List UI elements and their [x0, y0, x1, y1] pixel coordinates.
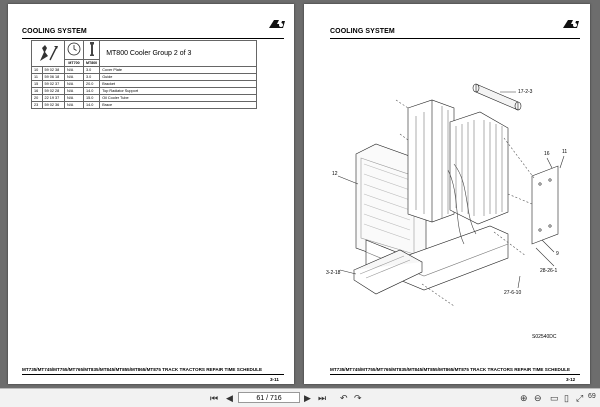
mt800-time: 14.0 — [82, 101, 101, 109]
mt700-time: N/A — [64, 101, 84, 109]
page-footer-text: MT735/MT745/MT755/MT765/MT835/MT845/MT85… — [330, 367, 571, 372]
callout-label: 28-26-1 — [540, 268, 557, 274]
clock-icon — [67, 42, 81, 56]
mt700-time: N/A — [64, 94, 84, 102]
table-row: 15 59 02 37 N/A 20.0 Bracket — [31, 80, 258, 88]
footer-rule — [330, 374, 580, 375]
callout-label: 11 — [562, 149, 567, 155]
callout-label: 17-2-3 — [518, 89, 533, 95]
labor-code: 59 02 38 — [41, 66, 65, 74]
redo-icon[interactable]: ↷ — [354, 393, 362, 403]
wrench-icon — [40, 44, 58, 61]
zoom-level[interactable]: 69 — [588, 393, 596, 400]
header-rule — [330, 38, 580, 39]
table-row: 23 59 02 36 N/A 14.0 Brace — [31, 101, 258, 109]
undo-icon[interactable]: ↶ — [340, 393, 348, 403]
page-header-title: COOLING SYSTEM — [330, 28, 395, 35]
mt800-time: 14.0 — [82, 87, 101, 95]
page-number-input[interactable]: 61 / 716 — [238, 392, 300, 403]
callout-label: 3-2-18 — [326, 270, 341, 276]
fit-page-icon[interactable]: ⤢ — [576, 393, 584, 403]
spanner-cell — [82, 40, 101, 60]
drawing-id: S02540DC — [532, 334, 557, 340]
part-description: Bracket — [99, 80, 258, 88]
header-rule — [22, 38, 284, 39]
group-title: MT800 Cooler Group 2 of 3 — [99, 40, 258, 67]
first-page-icon[interactable]: ⏮ — [210, 393, 219, 403]
mt700-time: N/A — [64, 73, 84, 81]
mt800-time: 20.0 — [82, 80, 101, 88]
mt700-time: N/A — [64, 80, 84, 88]
mt800-time: 3.0 — [82, 73, 101, 81]
mt700-time: N/A — [64, 87, 84, 95]
callout-label: 27-6-10 — [504, 290, 521, 296]
part-description: Guide — [99, 73, 258, 81]
parts-time-table: MT800 Cooler Group 2 of 3 MT700 MT800 10… — [31, 40, 258, 109]
mt700-time: N/A — [64, 66, 84, 74]
cooler-drawing-lines — [337, 83, 565, 307]
item-number: 11 — [31, 73, 43, 81]
next-page-icon[interactable]: ▶ — [304, 393, 311, 403]
previous-page-icon[interactable]: ◀ — [226, 393, 233, 403]
page-number: 3-11 — [270, 377, 279, 382]
clock-cell — [64, 40, 84, 60]
table-row: 11 59 06 18 N/A 3.0 Guide — [31, 73, 258, 81]
page-footer-text: MT735/MT745/MT755/MT765/MT835/MT845/MT85… — [22, 367, 263, 372]
labor-code: 59 06 18 — [41, 73, 65, 81]
table-row: 20 22 19 37 N/A 15.0 Oil Cooler Tube — [31, 94, 258, 102]
two-page-view-icon[interactable]: ▯ — [564, 393, 569, 403]
document-page-right: COOLING SYSTEM — [304, 4, 590, 384]
viewer-toolbar: ⏮ ◀ 61 / 716 ▶ ⏭ ↶ ↷ ⊕ ⊖ ▭ ▯ ⤢ 69 — [0, 388, 600, 407]
item-number: 16 — [31, 87, 43, 95]
table-row: 10 59 02 38 N/A 3.0 Cover Plate — [31, 66, 258, 74]
wrench-tool-cell — [31, 40, 65, 67]
page-number: 3-12 — [566, 377, 576, 382]
col-header-mt800: MT800 — [82, 59, 101, 67]
item-number: 20 — [31, 94, 43, 102]
part-description: Cover Plate — [99, 66, 258, 74]
diagram-callouts: 17-2-3 16 11 12 9 28-26-1 3-2-18 27-6-10… — [326, 89, 567, 340]
zoom-out-icon[interactable]: ⊖ — [534, 393, 542, 403]
brand-logo-icon — [563, 20, 579, 28]
spanner-icon — [89, 42, 94, 56]
cooler-exploded-diagram: 17-2-3 16 11 12 9 28-26-1 3-2-18 27-6-10… — [326, 83, 567, 340]
brand-logo-icon — [269, 20, 285, 28]
part-description: Top Radiator Support — [99, 87, 258, 95]
item-number: 10 — [31, 66, 43, 74]
callout-label: 12 — [332, 171, 338, 177]
table-row: 16 59 02 28 N/A 14.0 Top Radiator Suppor… — [31, 87, 258, 95]
page-header-title: COOLING SYSTEM — [22, 28, 87, 35]
callout-label: 16 — [544, 151, 550, 157]
mt800-time: 3.0 — [82, 66, 101, 74]
col-header-mt700: MT700 — [64, 59, 84, 67]
document-page-left: COOLING SYSTEM — [8, 4, 294, 384]
part-description: Oil Cooler Tube — [99, 94, 258, 102]
item-number: 23 — [31, 101, 43, 109]
labor-code: 59 02 37 — [41, 80, 65, 88]
labor-code: 59 02 36 — [41, 101, 65, 109]
labor-code: 59 02 28 — [41, 87, 65, 95]
zoom-in-icon[interactable]: ⊕ — [520, 393, 528, 403]
single-page-view-icon[interactable]: ▭ — [550, 393, 559, 403]
mt800-time: 15.0 — [82, 94, 101, 102]
last-page-icon[interactable]: ⏭ — [318, 393, 327, 403]
labor-code: 22 19 37 — [41, 94, 65, 102]
part-description: Brace — [99, 101, 258, 109]
callout-label: 9 — [556, 251, 559, 257]
footer-rule — [22, 374, 284, 375]
item-number: 15 — [31, 80, 43, 88]
